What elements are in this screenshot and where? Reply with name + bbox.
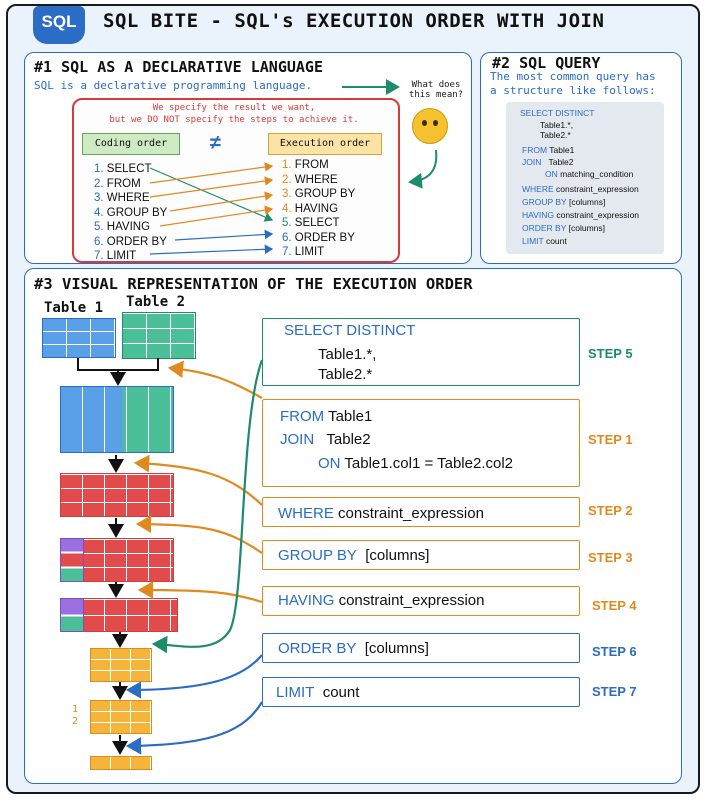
step-on-line: ON Table1.col1 = Table2.col2 — [318, 455, 514, 472]
step-select-line2: Table2.* — [318, 366, 373, 383]
sql-logo: SQL — [33, 6, 85, 44]
step-from-line: FROM Table1 — [280, 408, 373, 425]
section1-subtitle: SQL is a declarative programming languag… — [34, 79, 313, 92]
step-where-box — [262, 497, 580, 527]
table1-grid — [42, 318, 116, 358]
select-result-grid — [90, 648, 152, 682]
section2-title: #2 SQL QUERY — [492, 54, 601, 72]
table1-label: Table 1 — [44, 300, 104, 316]
q-select: SELECT DISTINCT — [520, 108, 595, 118]
step-select-keyword: SELECT DISTINCT — [284, 322, 416, 339]
having-key-column — [60, 598, 84, 632]
step1-label: STEP 1 — [588, 432, 633, 447]
step-group-line: GROUP BY [columns] — [278, 547, 430, 564]
step-order-line: ORDER BY [columns] — [278, 640, 429, 657]
q-having: HAVING constraint_expression — [522, 210, 640, 220]
table2-label: Table 2 — [126, 294, 186, 310]
step-select-box — [262, 318, 580, 386]
table2-grid — [122, 312, 196, 359]
section3-title: #3 VISUAL REPRESENTATION OF THE EXECUTIO… — [34, 275, 473, 293]
limit-result-grid — [90, 756, 152, 770]
step4-label: STEP 4 — [592, 598, 637, 613]
q-from: FROM Table1 — [522, 145, 575, 155]
query-box — [506, 102, 664, 254]
step-limit-line: LIMIT count — [276, 684, 360, 701]
step-group-box — [262, 540, 580, 570]
step6-label: STEP 6 — [592, 644, 637, 659]
step-select-line1: Table1.*, — [318, 346, 377, 363]
step2-label: STEP 2 — [588, 503, 633, 518]
where-result-grid — [60, 473, 174, 517]
ordered-result-grid — [90, 700, 152, 734]
not-equal-icon: ≠ — [210, 132, 221, 154]
q-order: ORDER BY [columns] — [522, 223, 605, 233]
thinking-face-icon — [412, 108, 448, 144]
note-line2: but we DO NOT specify the steps to achie… — [109, 115, 359, 125]
q-t1: Table1.*, — [540, 120, 574, 130]
q-on: ON matching_condition — [545, 169, 634, 179]
q-t2: Table2.* — [540, 130, 571, 140]
coding-order-list: 1. SELECT 2. FROM 3. WHERE 4. GROUP BY 5… — [94, 163, 168, 262]
step-order-box — [262, 633, 580, 663]
note-line1: We specify the result we want, — [152, 103, 316, 113]
section2-subtitle-1: The most common query has — [490, 70, 656, 83]
step-having-line: HAVING constraint_expression — [278, 592, 485, 609]
rank-2: 2 — [72, 716, 79, 727]
q-limit: LIMIT count — [522, 236, 567, 246]
execution-order-label: Execution order — [268, 133, 382, 155]
main-title: SQL BITE - SQL's EXECUTION ORDER WITH JO… — [103, 10, 605, 32]
step-join-line: JOIN Table2 — [280, 431, 371, 448]
q-where: WHERE constraint_expression — [522, 184, 639, 194]
declarative-box — [72, 98, 400, 263]
step7-label: STEP 7 — [592, 684, 637, 699]
step-from-box — [262, 399, 580, 487]
q-join: JOIN Table2 — [522, 157, 574, 167]
step5-label: STEP 5 — [588, 346, 633, 361]
joined-table-grid — [60, 386, 174, 453]
step-limit-box — [262, 677, 580, 707]
execution-order-list: 1. FROM 2. WHERE 3. GROUP BY 4. HAVING 5… — [282, 159, 356, 258]
group-key-column — [60, 538, 84, 582]
section1-title: #1 SQL AS A DECLARATIVE LANGUAGE — [34, 58, 323, 76]
coding-order-label: Coding order — [82, 133, 180, 155]
question-note: What does this mean? — [408, 80, 464, 100]
q-group: GROUP BY [columns] — [522, 197, 606, 207]
rank-1: 1 — [72, 704, 79, 715]
step-where-line: WHERE constraint_expression — [278, 505, 484, 522]
step3-label: STEP 3 — [588, 550, 633, 565]
section2-subtitle-2: a structure like follows: — [490, 84, 656, 97]
step-having-box — [262, 586, 580, 616]
